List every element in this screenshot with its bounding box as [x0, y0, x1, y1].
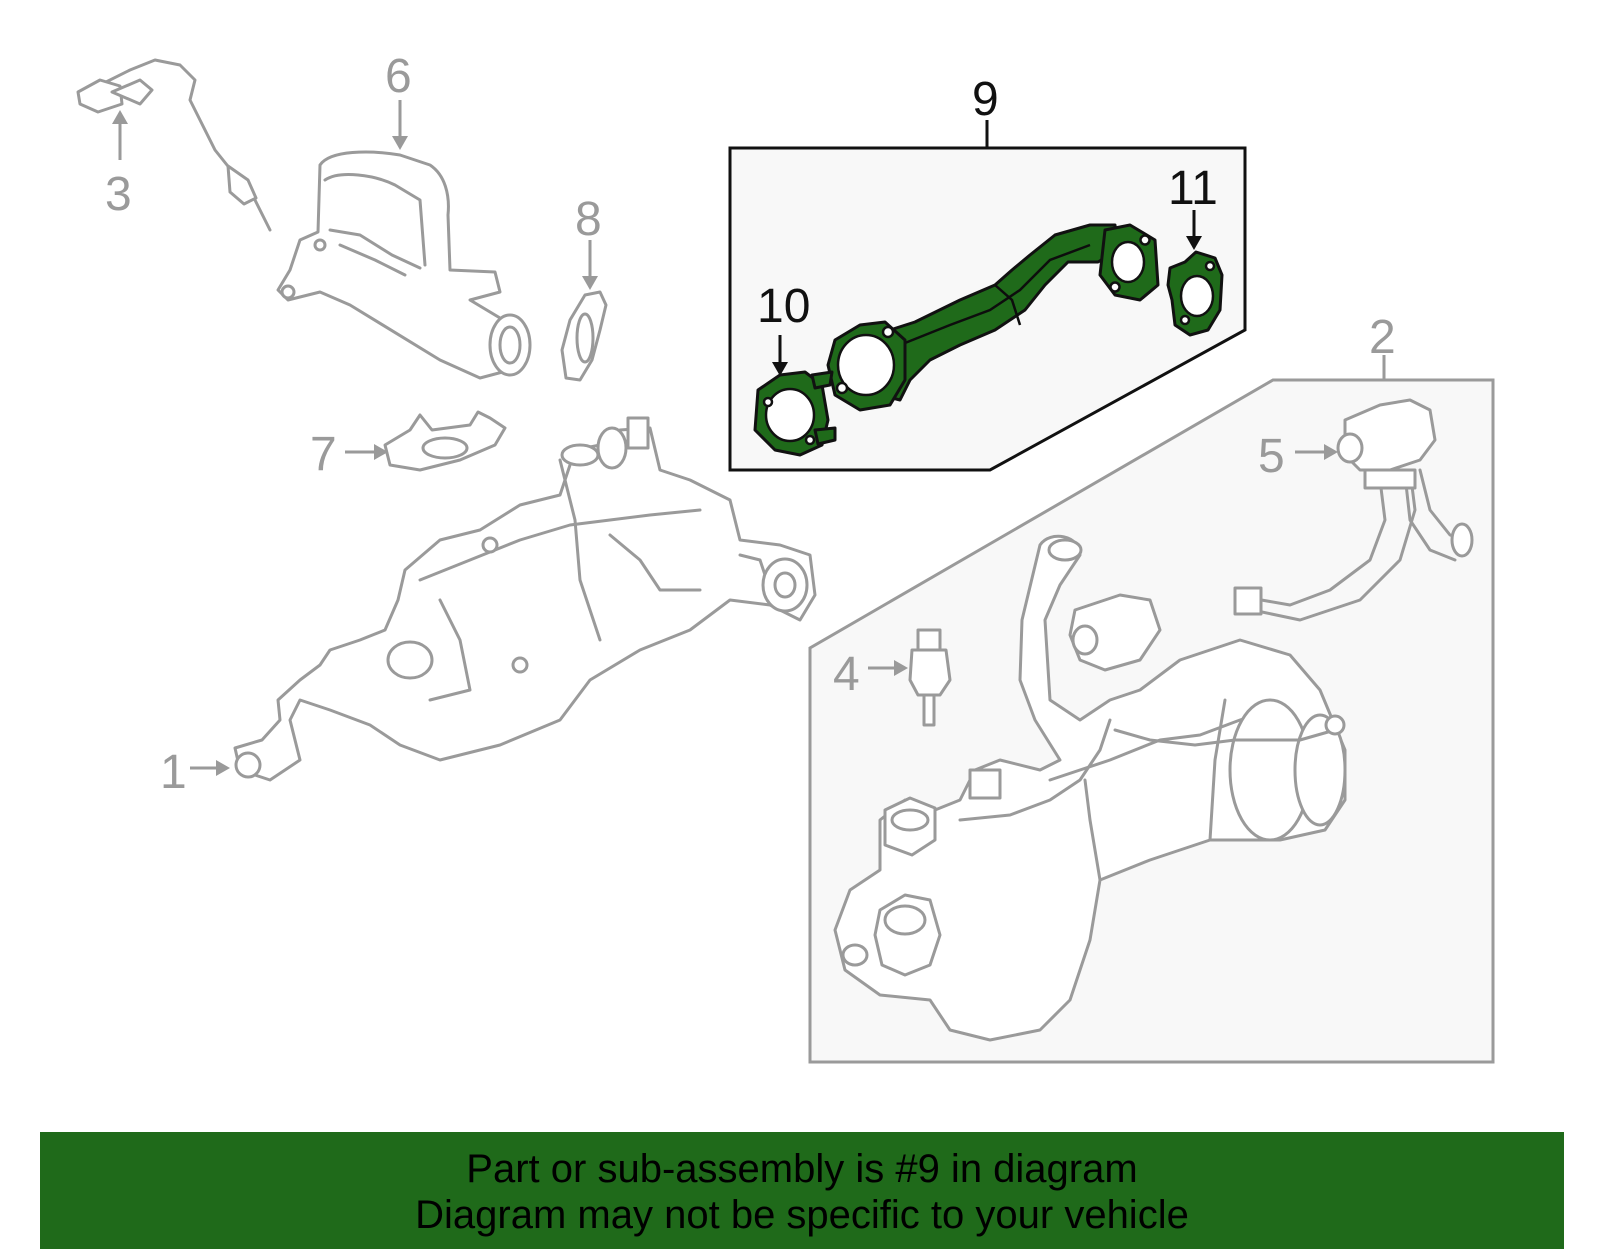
arrowhead-8: [582, 276, 598, 290]
callout-3: 3: [105, 168, 132, 221]
part-4-sensor: [908, 628, 952, 727]
callout-9: 9: [972, 73, 999, 126]
callout-1: 1: [160, 746, 187, 799]
part-5-valve: [1233, 398, 1474, 622]
callout-4: 4: [833, 648, 860, 701]
info-banner: Part or sub-assembly is #9 in diagram Di…: [40, 1132, 1564, 1249]
callout-7: 7: [310, 428, 337, 481]
arrowhead-3: [112, 110, 128, 124]
callout-8: 8: [575, 193, 602, 246]
part-8-gasket: [560, 290, 608, 382]
callout-2: 2: [1369, 311, 1396, 364]
part-3-sensor: [76, 58, 272, 232]
part-6-elbow-pipe: [276, 150, 532, 380]
part-10-gasket: [753, 370, 837, 457]
arrowhead-4: [894, 660, 908, 676]
arrowhead-10: [772, 362, 788, 376]
callout-10: 10: [757, 280, 810, 333]
part-9-egr-pipe: [826, 223, 1160, 412]
banner-line-2: Diagram may not be specific to your vehi…: [415, 1193, 1189, 1237]
part-7-gasket-plate: [383, 410, 507, 472]
arrowhead-11: [1186, 236, 1202, 250]
callout-6: 6: [385, 50, 412, 103]
callout-5: 5: [1258, 430, 1285, 483]
part-1-egr-module: [233, 416, 817, 782]
arrowhead-6: [392, 136, 408, 150]
part-11-gasket: [1166, 250, 1224, 337]
arrowhead-1: [216, 760, 230, 776]
arrowhead-5: [1324, 444, 1338, 460]
banner-line-1: Part or sub-assembly is #9 in diagram: [466, 1147, 1138, 1191]
egr-cooler-assembly: [833, 534, 1347, 1042]
callout-11: 11: [1168, 162, 1218, 215]
arrowhead-7: [374, 444, 388, 460]
